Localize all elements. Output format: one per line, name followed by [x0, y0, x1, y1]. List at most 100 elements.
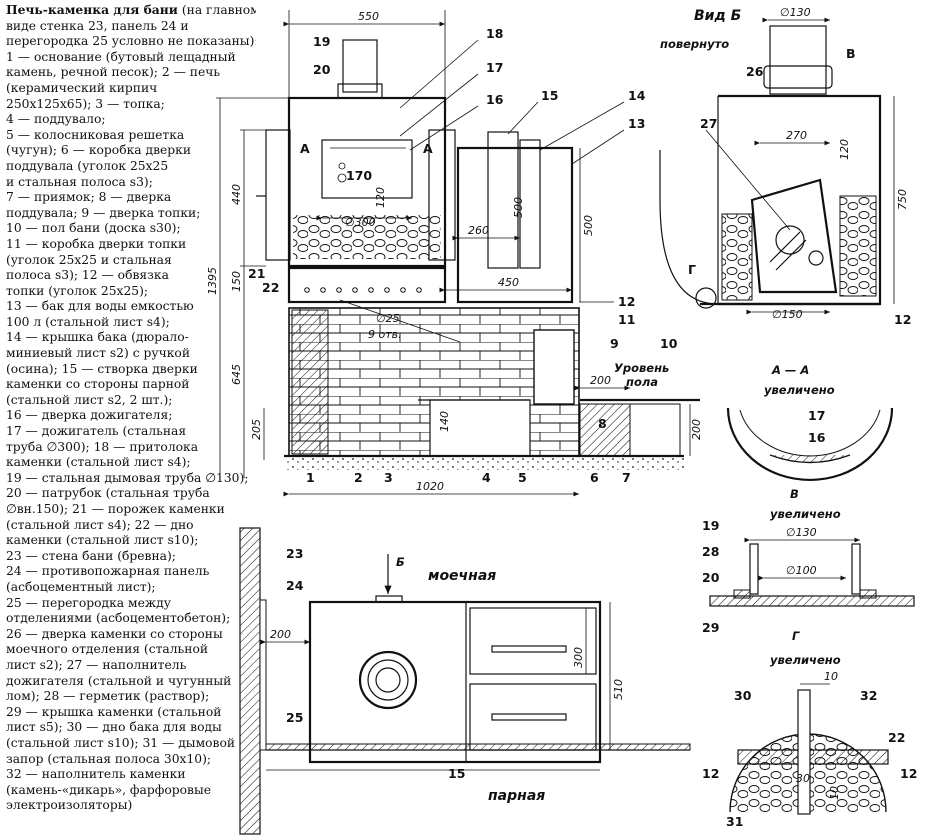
label-17: 17 — [486, 60, 503, 75]
label-2: 2 — [354, 470, 363, 485]
detail-v-subtitle: увеличено — [770, 507, 841, 521]
legend-line: (стальной лист s4); 22 — дно — [6, 517, 194, 532]
main-elevation: 550 19 20 440 150 1395 645 — [206, 10, 703, 497]
legend-line: поддувала; 9 — дверка топки; — [6, 205, 201, 220]
legend-line: 4 — поддувало; — [6, 112, 106, 127]
pipe-socket — [337, 83, 383, 99]
legend-line: моечного отделения (стальной — [6, 642, 209, 657]
legend-line: труба ∅300); 18 — притолока — [6, 439, 199, 454]
tank-lid-leaf — [487, 131, 519, 269]
view-b-subtitle: повернуто — [660, 37, 729, 51]
plan-view: Б моечная парная 200 300 510 23 24 25 15 — [239, 527, 691, 835]
legend: Печь-каменка для бани (на главном виде с… — [6, 2, 256, 814]
legend-line: и стальная полоса s3); — [6, 174, 153, 189]
water-tank — [456, 146, 574, 304]
view-b-label-27: 27 — [700, 116, 717, 131]
dim-1395: 1395 — [206, 267, 219, 295]
detail-g-dim-10b: 10 — [828, 786, 841, 800]
view-b-title: Вид Б — [694, 8, 741, 24]
legend-line: (стальной лист s2, 2 шт.); — [6, 392, 173, 407]
legend-line: дожигателя (стальной и чугунный — [6, 673, 232, 688]
plan-label-24: 24 — [286, 578, 304, 593]
legend-line: запор (стальная полоса 30х10); — [6, 751, 212, 766]
detail-v-dim-130: ∅130 — [786, 526, 817, 539]
detail-g-label-12b: 12 — [900, 766, 917, 781]
legend-line: (чугун); 6 — коробка дверки — [6, 143, 192, 158]
legend-line: перегородка 25 условно не показаны): — [6, 34, 256, 49]
door-leaf-left — [265, 129, 291, 261]
dim-440: 440 — [230, 184, 243, 205]
legend-line: 1 — основание (бутовый лещадный — [6, 49, 236, 64]
legend-line: ∅вн.150); 21 — порожек каменки — [6, 502, 225, 516]
dim-450: 450 — [498, 276, 519, 289]
dim-1020: 1020 — [416, 480, 444, 493]
legend-line: 29 — крышка каменки (стальной — [6, 704, 222, 719]
label-13: 13 — [628, 116, 645, 131]
legend-line: поддувала (уголок 25х25 — [6, 158, 169, 173]
detail-g-dim-10: 10 — [824, 670, 838, 683]
legend-line: 26 — дверка каменки со стороны — [6, 626, 223, 641]
view-b-dim-120: 120 — [838, 139, 851, 160]
heater-body — [287, 96, 447, 268]
label-7: 7 — [622, 470, 631, 485]
section-mark-a-left: A — [300, 141, 310, 156]
plan-dim-200: 200 — [270, 628, 291, 641]
detail-g-label-12a: 12 — [702, 766, 719, 781]
detail-v-label-29: 29 — [702, 620, 719, 635]
detail-v: В увеличено ∅130 ∅100 19 28 20 29 — [702, 487, 915, 635]
detail-g-dim-30: 30 — [796, 772, 810, 785]
dim-645: 645 — [230, 364, 243, 385]
view-b: Вид Б повернуто ∅130 270 120 750 ∅150 26… — [659, 6, 911, 327]
section-aa-arc — [726, 407, 894, 482]
detail-g-subtitle: увеличено — [770, 653, 841, 667]
legend-line: каменки со стороны парной — [6, 377, 190, 392]
dim-120: 120 — [374, 187, 387, 208]
section-aa-subtitle: увеличено — [764, 383, 835, 397]
legend-line: 25 — перегородка между — [6, 595, 171, 610]
label-9: 9 — [610, 336, 619, 351]
detail-g-title: Г — [792, 629, 800, 643]
label-6: 6 — [590, 470, 599, 485]
legend-line: 10 — пол бани (доска s30); — [6, 221, 181, 236]
plan-dim-300: 300 — [572, 647, 585, 668]
label-19: 19 — [313, 34, 330, 49]
view-b-dim-270: 270 — [786, 129, 807, 142]
detail-g-label-22: 22 — [888, 730, 905, 745]
view-b-label-12: 12 — [894, 312, 911, 327]
dim-200: 200 — [590, 374, 611, 387]
legend-line: (керамический кирпич — [6, 80, 158, 95]
plan-label-15: 15 — [448, 766, 465, 781]
legend-line: электроизоляторы) — [6, 798, 133, 813]
detail-v-dim-100: ∅100 — [786, 564, 817, 577]
dim-550: 550 — [358, 10, 379, 23]
label-10: 10 — [660, 336, 678, 351]
legend-line: 11 — коробка дверки топки — [6, 236, 187, 251]
legend-line: полоса s3); 12 — обвязка — [6, 268, 169, 283]
plan-heater — [308, 600, 602, 764]
plan-chimney — [358, 650, 418, 710]
section-mark-a-right: A — [423, 141, 433, 156]
detail-g-label-31: 31 — [726, 814, 743, 829]
legend-line: виде стенка 23, панель 24 и — [6, 18, 189, 33]
legend-line: 13 — бак для воды емкостью — [6, 299, 194, 314]
section-aa-title: А — А — [771, 363, 809, 377]
view-b-label-26: 26 — [746, 64, 764, 79]
legend-line: (камень-«дикарь», фарфоровые — [6, 782, 212, 797]
dim-500-right: 500 — [582, 215, 595, 236]
detail-v-label-19: 19 — [702, 518, 719, 533]
detail-g: Г увеличено 10 30 10 30 32 22 12 12 31 — [702, 629, 917, 829]
detail-v-label-28: 28 — [702, 544, 719, 559]
label-11: 11 — [618, 312, 635, 327]
plan-arrow-label: Б — [396, 555, 405, 569]
heater-bottom — [287, 266, 447, 304]
dim-205: 205 — [250, 419, 263, 440]
legend-line: 14 — крышка бака (дюрало- — [6, 330, 189, 345]
room-wash: моечная — [428, 568, 496, 584]
section-aa-label-16: 16 — [808, 430, 826, 445]
legend-line: (асбоцементный лист); — [6, 579, 156, 594]
dim-d25: ∅25 — [376, 312, 400, 325]
legend-line: каменки (стальной лист s4); — [6, 455, 191, 470]
legend-line: камень, речной песок); 2 — печь — [6, 65, 221, 80]
detail-g-label-30: 30 — [734, 688, 752, 703]
floor-level-text-2: пола — [626, 375, 658, 389]
